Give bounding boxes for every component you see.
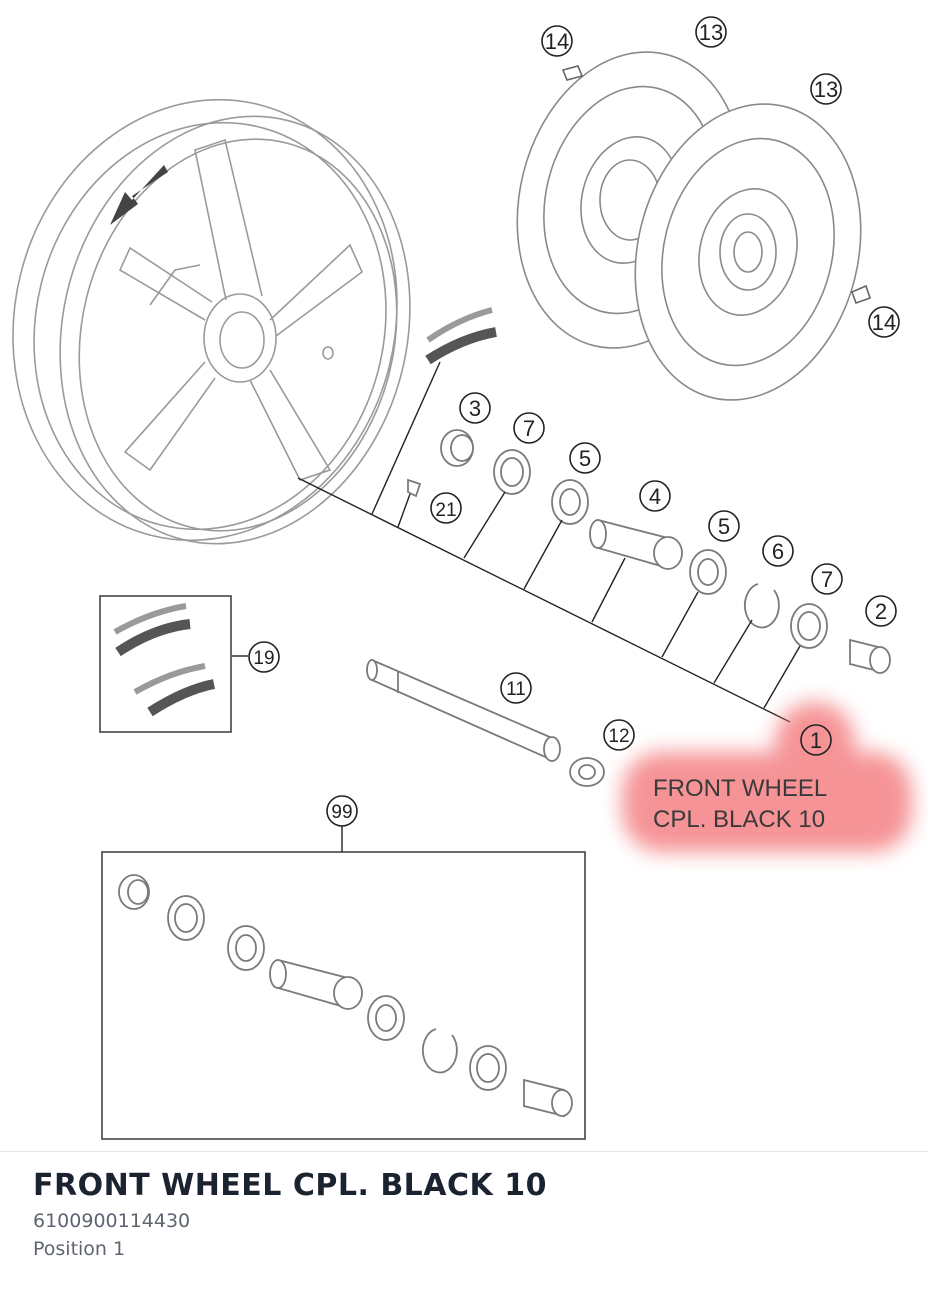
svg-text:6: 6: [772, 539, 784, 564]
part-number: 6100900114430: [33, 1210, 191, 1232]
svg-text:5: 5: [579, 446, 591, 471]
svg-text:3: 3: [469, 396, 481, 421]
callout-19[interactable]: 19: [248, 641, 280, 673]
callout-3[interactable]: 3: [459, 392, 491, 424]
svg-text:14: 14: [872, 310, 896, 335]
highlight-blob: [622, 702, 912, 852]
callout-4[interactable]: 4: [639, 480, 671, 512]
callout-13-right[interactable]: 13: [810, 73, 842, 105]
footer-divider: [0, 1151, 928, 1152]
highlight-label-line1: FRONT WHEEL: [653, 775, 827, 802]
callout-14-top[interactable]: 14: [541, 25, 573, 57]
svg-text:4: 4: [649, 484, 661, 509]
callout-7-upper[interactable]: 7: [513, 412, 545, 444]
leader-lines: [232, 361, 801, 852]
brake-disc-front: [634, 103, 862, 401]
callout-14-right[interactable]: 14: [868, 306, 900, 338]
svg-text:7: 7: [523, 416, 535, 441]
svg-text:7: 7: [821, 567, 833, 592]
svg-text:14: 14: [545, 29, 569, 54]
svg-text:12: 12: [608, 726, 629, 747]
callout-13-top[interactable]: 13: [695, 16, 727, 48]
decal-kit-box: [99, 595, 232, 733]
highlight-label-line2: CPL. BLACK 10: [653, 806, 825, 833]
svg-text:99: 99: [331, 802, 352, 823]
svg-text:5: 5: [718, 514, 730, 539]
part-info-panel: FRONT WHEEL CPL. BLACK 10 6100900114430 …: [0, 1152, 928, 1290]
callout-12[interactable]: 12: [603, 719, 635, 751]
callout-5-lower[interactable]: 5: [708, 510, 740, 542]
bearing-kit-box: [101, 851, 586, 1140]
svg-text:19: 19: [253, 648, 274, 669]
wheel-drawing: [12, 98, 411, 545]
svg-text:2: 2: [875, 599, 887, 624]
rim-decal: [425, 307, 497, 365]
svg-text:13: 13: [814, 77, 838, 102]
callout-5-upper[interactable]: 5: [569, 442, 601, 474]
exploded-parts-diagram: 14 13 13 14 3 7 5 4 21 5 6 7: [12, 16, 912, 1140]
disc-bolt: [561, 65, 872, 305]
callout-21[interactable]: 21: [430, 492, 462, 524]
svg-text:13: 13: [699, 20, 723, 45]
callout-1-selected[interactable]: 1: [800, 724, 832, 756]
rotation-arrow-icon: [110, 165, 168, 225]
callout-11[interactable]: 11: [500, 672, 532, 704]
hub-parts: [366, 429, 891, 787]
svg-text:1: 1: [810, 728, 822, 753]
callout-2[interactable]: 2: [865, 595, 897, 627]
part-position: Position 1: [33, 1238, 126, 1260]
part-title: FRONT WHEEL CPL. BLACK 10: [33, 1168, 547, 1203]
svg-text:11: 11: [506, 679, 526, 700]
callout-7-lower[interactable]: 7: [811, 563, 843, 595]
svg-text:21: 21: [435, 500, 456, 521]
callout-99[interactable]: 99: [326, 795, 358, 827]
callout-6[interactable]: 6: [762, 535, 794, 567]
